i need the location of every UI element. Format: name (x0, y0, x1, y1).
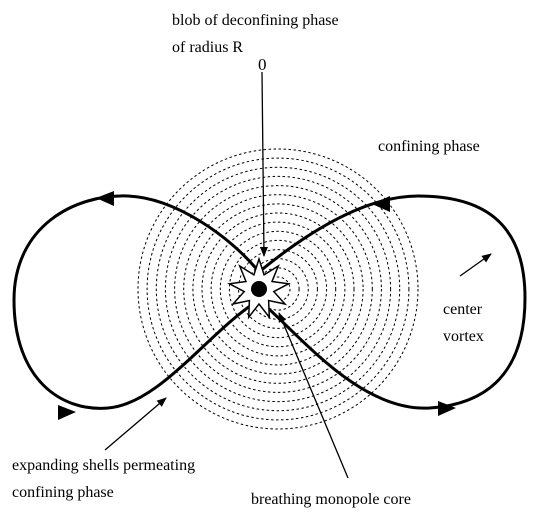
shell-circle (219, 230, 337, 348)
shell-circle (201, 212, 355, 366)
loop-arrowhead-bottom-left (58, 405, 76, 420)
blob-label-subscript: 0 (258, 55, 267, 74)
center-vortex-label-line2: vortex (443, 328, 484, 345)
shell-circle (228, 239, 328, 339)
shell-circle (164, 175, 392, 403)
shell-circle (192, 203, 364, 375)
shell-circle (210, 221, 346, 357)
loop-arrowhead-top-left (96, 191, 114, 206)
shell-circle (146, 157, 410, 421)
vortex-direction-arrow (459, 253, 492, 277)
shell-circle (137, 148, 419, 430)
loop-arrowhead-bottom-right (438, 401, 456, 416)
shells-label-line1: expanding shells permeating (12, 457, 195, 474)
monopole-core-dot (251, 281, 267, 297)
expanding-shells (137, 148, 419, 430)
monopole-core-label: breathing monopole core (251, 491, 411, 508)
blob-label-line1: blob of deconfining phase (172, 12, 339, 29)
blob-pointer-arrow (259, 71, 268, 257)
core-pointer-arrow (278, 312, 349, 479)
blob-label-line2: of radius R (172, 39, 243, 56)
shells-label-line2: confining phase (12, 484, 114, 501)
shell-circle (174, 185, 382, 393)
loop-arrowhead-top-right (372, 196, 390, 212)
shell-circle (238, 249, 318, 329)
shell-circle (155, 166, 401, 412)
shells-pointer-arrow (104, 397, 167, 451)
shell-circle (183, 194, 373, 384)
confining-phase-label: confining phase (378, 138, 480, 155)
center-vortex-label-line1: center (443, 301, 483, 318)
